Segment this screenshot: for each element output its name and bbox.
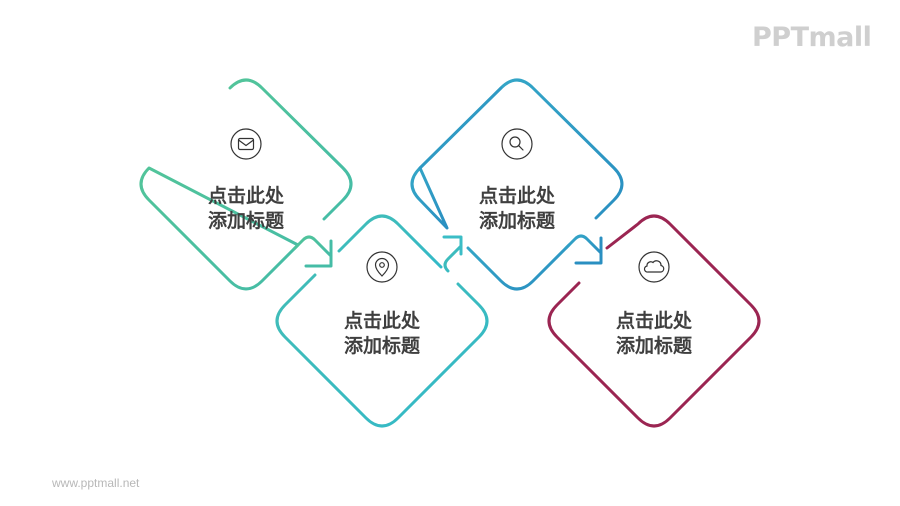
search-icon (501, 128, 533, 160)
footer-url: www.pptmall.net (52, 476, 140, 490)
step-4-title[interactable]: 点击此处 添加标题 (584, 309, 724, 359)
step-4-title-line2: 添加标题 (615, 335, 692, 357)
step-3-title-line2: 添加标题 (478, 210, 555, 232)
step-2-title-line1: 点击此处 (343, 310, 420, 332)
step-3-diamond (410, 78, 624, 291)
step-2-diamond (275, 214, 489, 428)
step-1-title-line2: 添加标题 (207, 210, 284, 232)
step-4-diamond (547, 214, 761, 428)
step-2-title-line2: 添加标题 (343, 335, 420, 357)
step-1-title[interactable]: 点击此处 添加标题 (176, 184, 316, 234)
step-2-title[interactable]: 点击此处 添加标题 (312, 309, 452, 359)
step-3-title[interactable]: 点击此处 添加标题 (447, 184, 587, 234)
step-4-title-line1: 点击此处 (615, 310, 692, 332)
location-pin-icon (366, 251, 398, 283)
cloud-icon (638, 251, 670, 283)
pptmall-logo: PPTmall (752, 22, 872, 53)
step-1-title-line1: 点击此处 (207, 185, 284, 207)
step-1-diamond (139, 78, 353, 291)
step-3-title-line1: 点击此处 (478, 185, 555, 207)
mail-icon (230, 128, 262, 160)
